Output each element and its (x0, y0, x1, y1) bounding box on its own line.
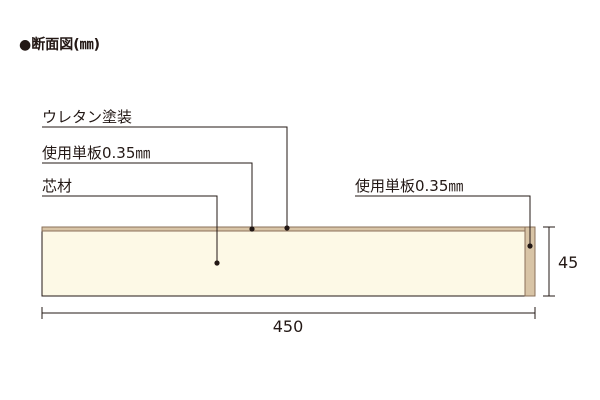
width-dimension-line (41, 307, 536, 319)
leader-urethane-coating (42, 126, 290, 231)
width-dimension-label: 450 (273, 317, 304, 336)
label-urethane-coating: ウレタン塗装 (42, 108, 132, 126)
core-board (41, 228, 527, 297)
diagram-heading: ●断面図(㎜) (19, 36, 100, 53)
top-veneer-layer (41, 226, 527, 232)
height-dimension-label: 45 (558, 253, 578, 272)
label-core: 芯材 (42, 177, 72, 195)
leader-edge-veneer (355, 195, 533, 249)
label-edge-veneer: 使用単板0.35㎜ (355, 177, 463, 195)
leader-core (42, 195, 220, 266)
height-dimension-line (543, 226, 555, 297)
label-top-veneer: 使用単板0.35㎜ (42, 144, 150, 162)
leader-top-veneer (42, 162, 255, 232)
